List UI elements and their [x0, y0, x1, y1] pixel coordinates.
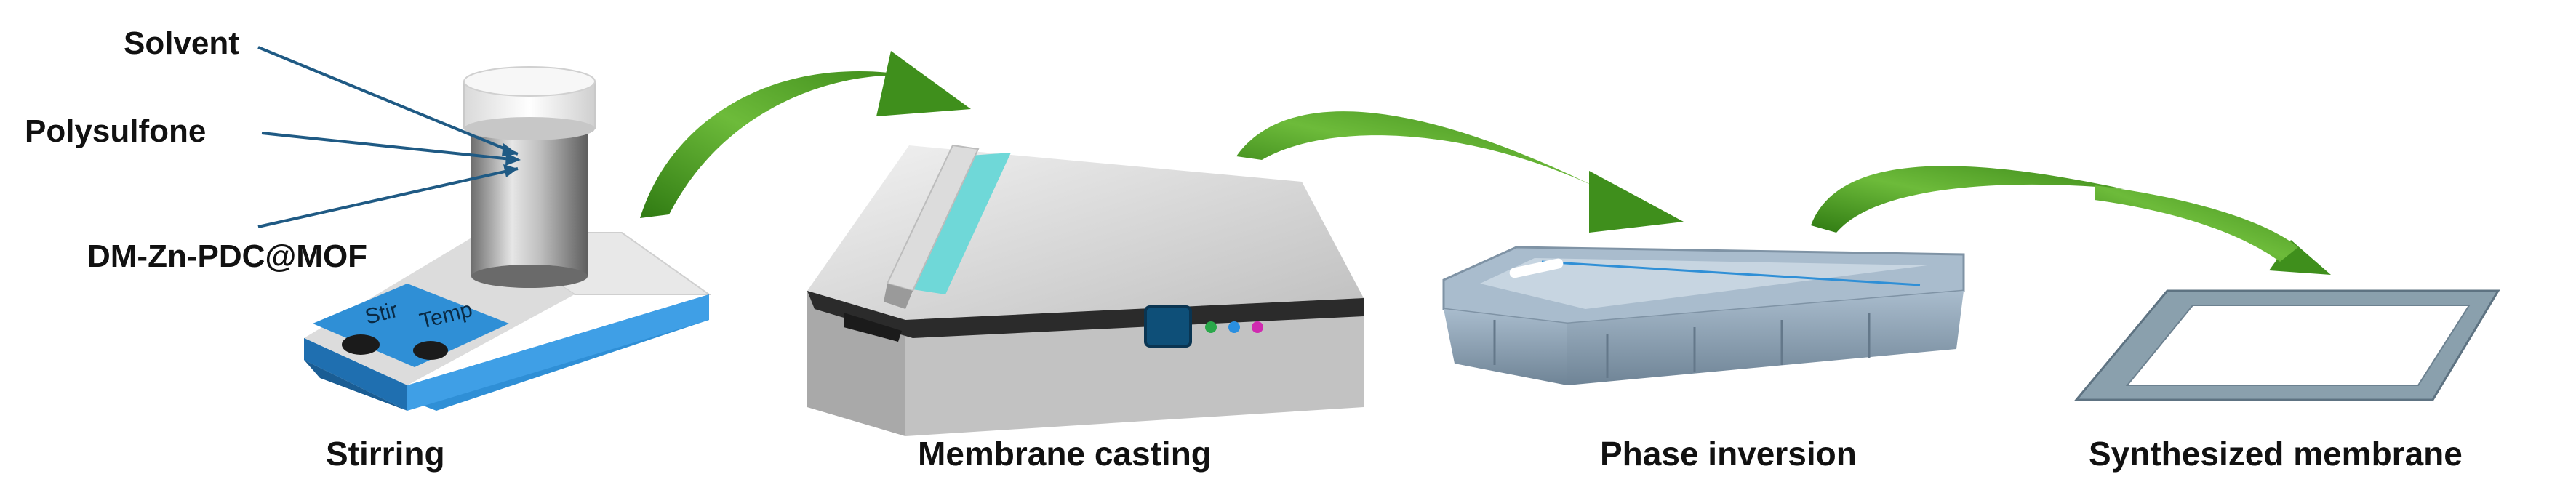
mixing-jar — [463, 66, 596, 288]
control-button-magenta — [1252, 321, 1263, 333]
ingredient-leader-lines — [257, 46, 521, 228]
control-button-green — [1205, 321, 1217, 333]
stirring-stage: Stir Temp Solvent Polysulfone DM-Zn-PDC@… — [25, 25, 712, 473]
arrow-3 — [1811, 166, 2331, 275]
stage-label-phase-inversion: Phase inversion — [1600, 435, 1857, 473]
arrow-2 — [1236, 111, 1684, 233]
stage-label-casting: Membrane casting — [918, 435, 1212, 473]
coagulation-tray — [1442, 246, 1965, 385]
mof-label: DM-Zn-PDC@MOF — [87, 238, 367, 274]
control-screen — [1144, 305, 1192, 348]
polysulfone-label: Polysulfone — [25, 113, 206, 149]
solvent-label: Solvent — [124, 25, 239, 61]
arrow-1 — [640, 51, 971, 218]
phase-inversion-stage: Phase inversion — [1442, 246, 1965, 473]
stage-label-synthesized: Synthesized membrane — [2089, 435, 2463, 473]
temp-knob — [413, 341, 448, 360]
casting-stage: Membrane casting — [807, 144, 1364, 473]
membrane-sheet — [2073, 289, 2500, 401]
control-button-blue — [1228, 321, 1240, 333]
synthesized-membrane-stage: Synthesized membrane — [2073, 289, 2500, 473]
stir-knob — [342, 334, 380, 355]
stage-label-stirring: Stirring — [326, 435, 445, 473]
casting-blade — [884, 144, 1011, 309]
